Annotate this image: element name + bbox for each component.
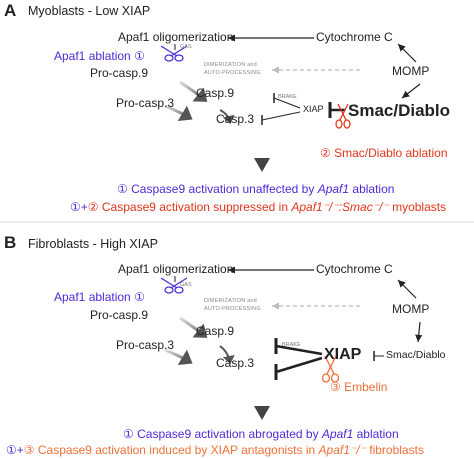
- procasp3-label-a: Pro-casp.3: [116, 96, 175, 110]
- arrow-casp9-casp3-b: [219, 345, 235, 364]
- autoprocessing-label-b: AUTO-PROCESSING: [204, 306, 261, 312]
- procasp3-label-b: Pro-casp.3: [116, 338, 175, 352]
- summary-2-b: ①+③ Caspase9 activation induced by XIAP …: [6, 443, 424, 457]
- xiap-label-a: XIAP: [303, 104, 324, 114]
- summary-1-b: ① Caspase9 activation abrogated by Apaf1…: [123, 427, 399, 441]
- panel-letter-a: A: [4, 1, 17, 20]
- arrow-momp-to-cytc-b: [397, 279, 417, 299]
- panel-letter-b: B: [4, 233, 17, 252]
- casp3-label-b: Casp.3: [216, 356, 255, 370]
- brake-label-a: BRAKE: [278, 94, 297, 100]
- momp-label-b: MOMP: [392, 302, 430, 316]
- smac-ablation-label-a: ② Smac/Diablo ablation: [320, 146, 448, 160]
- casp9-label-b: Casp.9: [196, 324, 235, 338]
- autoprocessing-label-a: AUTO-PROCESSING: [204, 70, 261, 76]
- arrow-casp9-casp3-a: [219, 109, 235, 124]
- momp-label-a: MOMP: [392, 64, 430, 78]
- arrow-momp-to-cytc-a: [397, 43, 417, 63]
- arrow-procasp3-casp3-a: [164, 104, 193, 122]
- procasp9-label-a: Pro-casp.9: [90, 66, 149, 80]
- panel-title-a: Myoblasts - Low XIAP: [28, 4, 151, 18]
- arrow-procasp9-casp9-b: [179, 316, 208, 338]
- embelin-label-b: ③ Embelin: [330, 380, 388, 394]
- scissors-icon: [160, 277, 188, 294]
- arrow-procasp3-casp3-b: [164, 348, 193, 366]
- apaf1-oligomerization-label-a: Apaf1 oligomerization: [118, 30, 234, 44]
- apaf1-ablation-label-a: Apaf1 ablation ①: [54, 49, 145, 63]
- gas-label-a: GAS: [180, 44, 192, 50]
- xiap-inhibit-casp3-a: [261, 111, 301, 121]
- procasp9-label-b: Pro-casp.9: [90, 308, 149, 322]
- dimerization-label-b: DIMERIZATION and: [204, 298, 257, 304]
- smac-diablo-label-b: Smac/Diablo: [386, 349, 446, 361]
- arrow-momp-to-smac-a: [401, 83, 421, 99]
- cytochrome-c-label-b: Cytochrome C: [316, 262, 393, 276]
- down-arrowhead-b: [254, 406, 270, 420]
- panel-title-b: Fibroblasts - High XIAP: [28, 237, 158, 251]
- summary-2-a: ①+② Caspase9 activation suppressed in Ap…: [70, 200, 447, 214]
- down-arrowhead-a: [254, 158, 270, 172]
- xiap-inhibit-casp9-a: [273, 97, 301, 109]
- scissors-icon: [321, 355, 340, 383]
- xiap-label-b: XIAP: [324, 346, 362, 363]
- apaf1-oligomerization-label-b: Apaf1 oligomerization: [118, 262, 234, 276]
- arrow-procasp9-casp9-a: [179, 80, 208, 102]
- summary-1-a: ① Caspase9 activation unaffected by Apaf…: [117, 182, 395, 196]
- gas-label-b: GAS: [180, 282, 192, 288]
- casp9-label-a: Casp.9: [196, 86, 235, 100]
- apaf1-ablation-label-b: Apaf1 ablation ①: [54, 290, 145, 304]
- arrow-momp-to-smac-b: [415, 321, 423, 343]
- xiap-inhibit-casp3-b: [275, 356, 323, 374]
- brake-label-b: BRAKE: [282, 342, 301, 348]
- scissors-icon: [160, 45, 188, 62]
- xiap-inhibit-casp9-b: [275, 344, 323, 356]
- scissors-icon: [335, 103, 351, 129]
- cytochrome-c-label-a: Cytochrome C: [316, 30, 393, 44]
- smac-diablo-label-a: Smac/Diablo: [348, 101, 451, 120]
- dimerization-label-a: DIMERIZATION and: [204, 62, 257, 68]
- casp3-label-a: Casp.3: [216, 112, 255, 126]
